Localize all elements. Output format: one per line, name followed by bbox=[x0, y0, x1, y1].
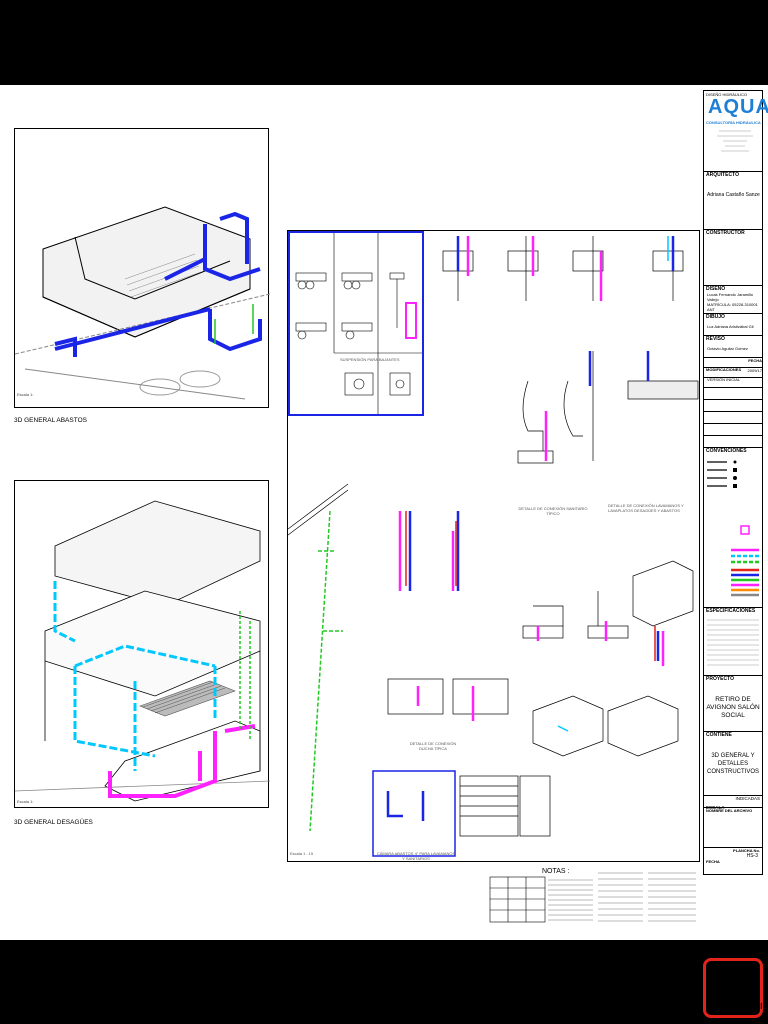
reviewed-name: Octavio Aguilar Gómez bbox=[707, 346, 748, 351]
architect-row: ARQUITECTO Adriana Castaño Sanze bbox=[704, 171, 762, 229]
designer-label: DISEÑÓ bbox=[706, 286, 726, 292]
supply-3d-drawing: Escala 1: bbox=[15, 206, 270, 400]
plan-label: PLANCHA No. bbox=[733, 848, 760, 853]
design-label: DISEÑO HIDRÁULICO bbox=[706, 92, 748, 97]
box-detail-caption: CÁMARA ABASTOS 4" PARA LAVAMANOS Y SANIT… bbox=[376, 851, 456, 861]
aqua-logo: AQUA bbox=[708, 96, 768, 118]
supports-detail-box bbox=[288, 231, 424, 416]
drain-3d-caption: 3D GENERAL DESAGÜES bbox=[14, 819, 93, 826]
stamp-line-3: CONSTRUCCIÓN bbox=[706, 1001, 768, 1011]
change-row: CAMBIO NOMBRE 2012/2017 bbox=[704, 377, 762, 401]
project-name: RETIRO DE AVIGNON SALÓN SOCIAL bbox=[706, 696, 760, 719]
title-block bbox=[703, 90, 763, 875]
drawing-sheet: Escala 1: 3D GENERAL ABASTOS bbox=[0, 85, 768, 1018]
scale-row: ESCALA INDICADAS bbox=[704, 795, 762, 810]
supply-3d-caption: 3D GENERAL ABASTOS bbox=[14, 417, 87, 424]
drew-name: Luz Adriana Aristizábal Gil bbox=[707, 324, 754, 329]
builder-label: CONSTRUCTOR bbox=[706, 230, 745, 236]
notes-title: NOTAS : bbox=[542, 868, 570, 875]
reviewed-label: REVISÓ bbox=[706, 336, 725, 342]
reviewed-row: REVISÓ Octavio Aguilar Gómez bbox=[704, 335, 762, 357]
scale-value: INDICADAS bbox=[735, 796, 760, 801]
toilet-detail-caption: DETALLE DE CONEXIÓN SANITARIO TÍPICO bbox=[518, 506, 588, 516]
designer-row: DISEÑÓ Lucas Fernando Jaramillo Vallejo … bbox=[704, 285, 762, 313]
designer-reg: MATRÍCULA: 05228-310001 ANT bbox=[707, 302, 758, 312]
aqua-logo-sub: CONSULTORÍA HIDRÁULICA bbox=[706, 120, 761, 125]
supports-caption: SUSPENSIÓN PARA BAJANTES bbox=[340, 357, 400, 362]
shower-detail-caption: DETALLE DE CONEXIÓN DUCHA TÍPICA bbox=[409, 741, 457, 751]
details-panel: SUSPENSIÓN PARA BAJANTES bbox=[287, 230, 700, 862]
file-row: NOMBRE DEL ARCHIVO bbox=[704, 807, 762, 847]
notes-tables bbox=[489, 872, 696, 923]
details-drawing bbox=[288, 236, 699, 857]
conventions-row: CONVENCIONES bbox=[704, 447, 762, 607]
version-date: 2009/17 bbox=[747, 368, 762, 373]
specs-lines bbox=[707, 619, 759, 666]
modifications-label: MODIFICACIONES bbox=[706, 367, 742, 372]
date-label: FECHA bbox=[706, 859, 720, 864]
stamp-line-2: PARA bbox=[721, 991, 745, 1001]
drain-scale-label: Escala 1: bbox=[17, 799, 33, 804]
designer-name: Lucas Fernando Jaramillo Vallejo bbox=[707, 292, 754, 302]
project-label: PROYECTO bbox=[706, 676, 734, 682]
contact-lines bbox=[717, 130, 753, 152]
drew-label: DIBUJÓ bbox=[706, 314, 725, 320]
drew-row: DIBUJÓ Luz Adriana Aristizábal Gil bbox=[704, 313, 762, 335]
conventions-label: CONVENCIONES bbox=[706, 448, 747, 454]
contains-text: 3D GENERAL Y DETALLES CONSTRUCTIVOS bbox=[706, 753, 759, 775]
conventions-legend bbox=[707, 460, 759, 597]
version-row: VERSIÓN INICIAL 2009/17 bbox=[704, 367, 762, 382]
valid-for-construction-stamp: PLANO VÁLIDO PARA CONSTRUCCIÓN bbox=[703, 958, 768, 1018]
project-row: PROYECTO RETIRO DE AVIGNON SALÓN SOCIAL bbox=[704, 675, 762, 731]
supply-scale-label: Escala 1: bbox=[17, 392, 33, 397]
plan-number: HS-3 bbox=[746, 853, 758, 859]
stamp-line-1: PLANO VÁLIDO bbox=[716, 971, 750, 991]
plan-row: PLANCHA No. HS-3 FECHA bbox=[704, 847, 762, 875]
supply-3d-panel: Escala 1: bbox=[14, 128, 270, 408]
architect-name: Adriana Castaño Sanze bbox=[707, 192, 760, 198]
contains-row: CONTIENE 3D GENERAL Y DETALLES CONSTRUCT… bbox=[704, 731, 762, 795]
builder-row: CONSTRUCTOR bbox=[704, 229, 762, 285]
drain-3d-drawing: Escala 1: bbox=[15, 500, 270, 804]
drain-3d-panel: Escala 1: bbox=[14, 480, 270, 808]
modifications-date-label: FECHA bbox=[748, 358, 762, 363]
supports-drawing bbox=[295, 233, 422, 414]
sinks-detail-caption: DETALLE DE CONEXIÓN LAVAMANOS Y LAVAPLAT… bbox=[608, 503, 684, 513]
specs-label: ESPECIFICACIONES bbox=[706, 608, 756, 614]
modifications-row: MODIFICACIONES FECHA bbox=[704, 357, 762, 372]
specs-row: ESPECIFICACIONES bbox=[704, 607, 762, 675]
blank-mod-rows bbox=[704, 387, 762, 447]
version-label: VERSIÓN INICIAL bbox=[707, 377, 741, 382]
architect-label: ARQUITECTO bbox=[706, 172, 739, 178]
contains-label: CONTIENE bbox=[706, 732, 732, 738]
details-scale-label: Escala 1 : 15 bbox=[290, 851, 314, 856]
file-label: NOMBRE DEL ARCHIVO bbox=[706, 808, 753, 813]
